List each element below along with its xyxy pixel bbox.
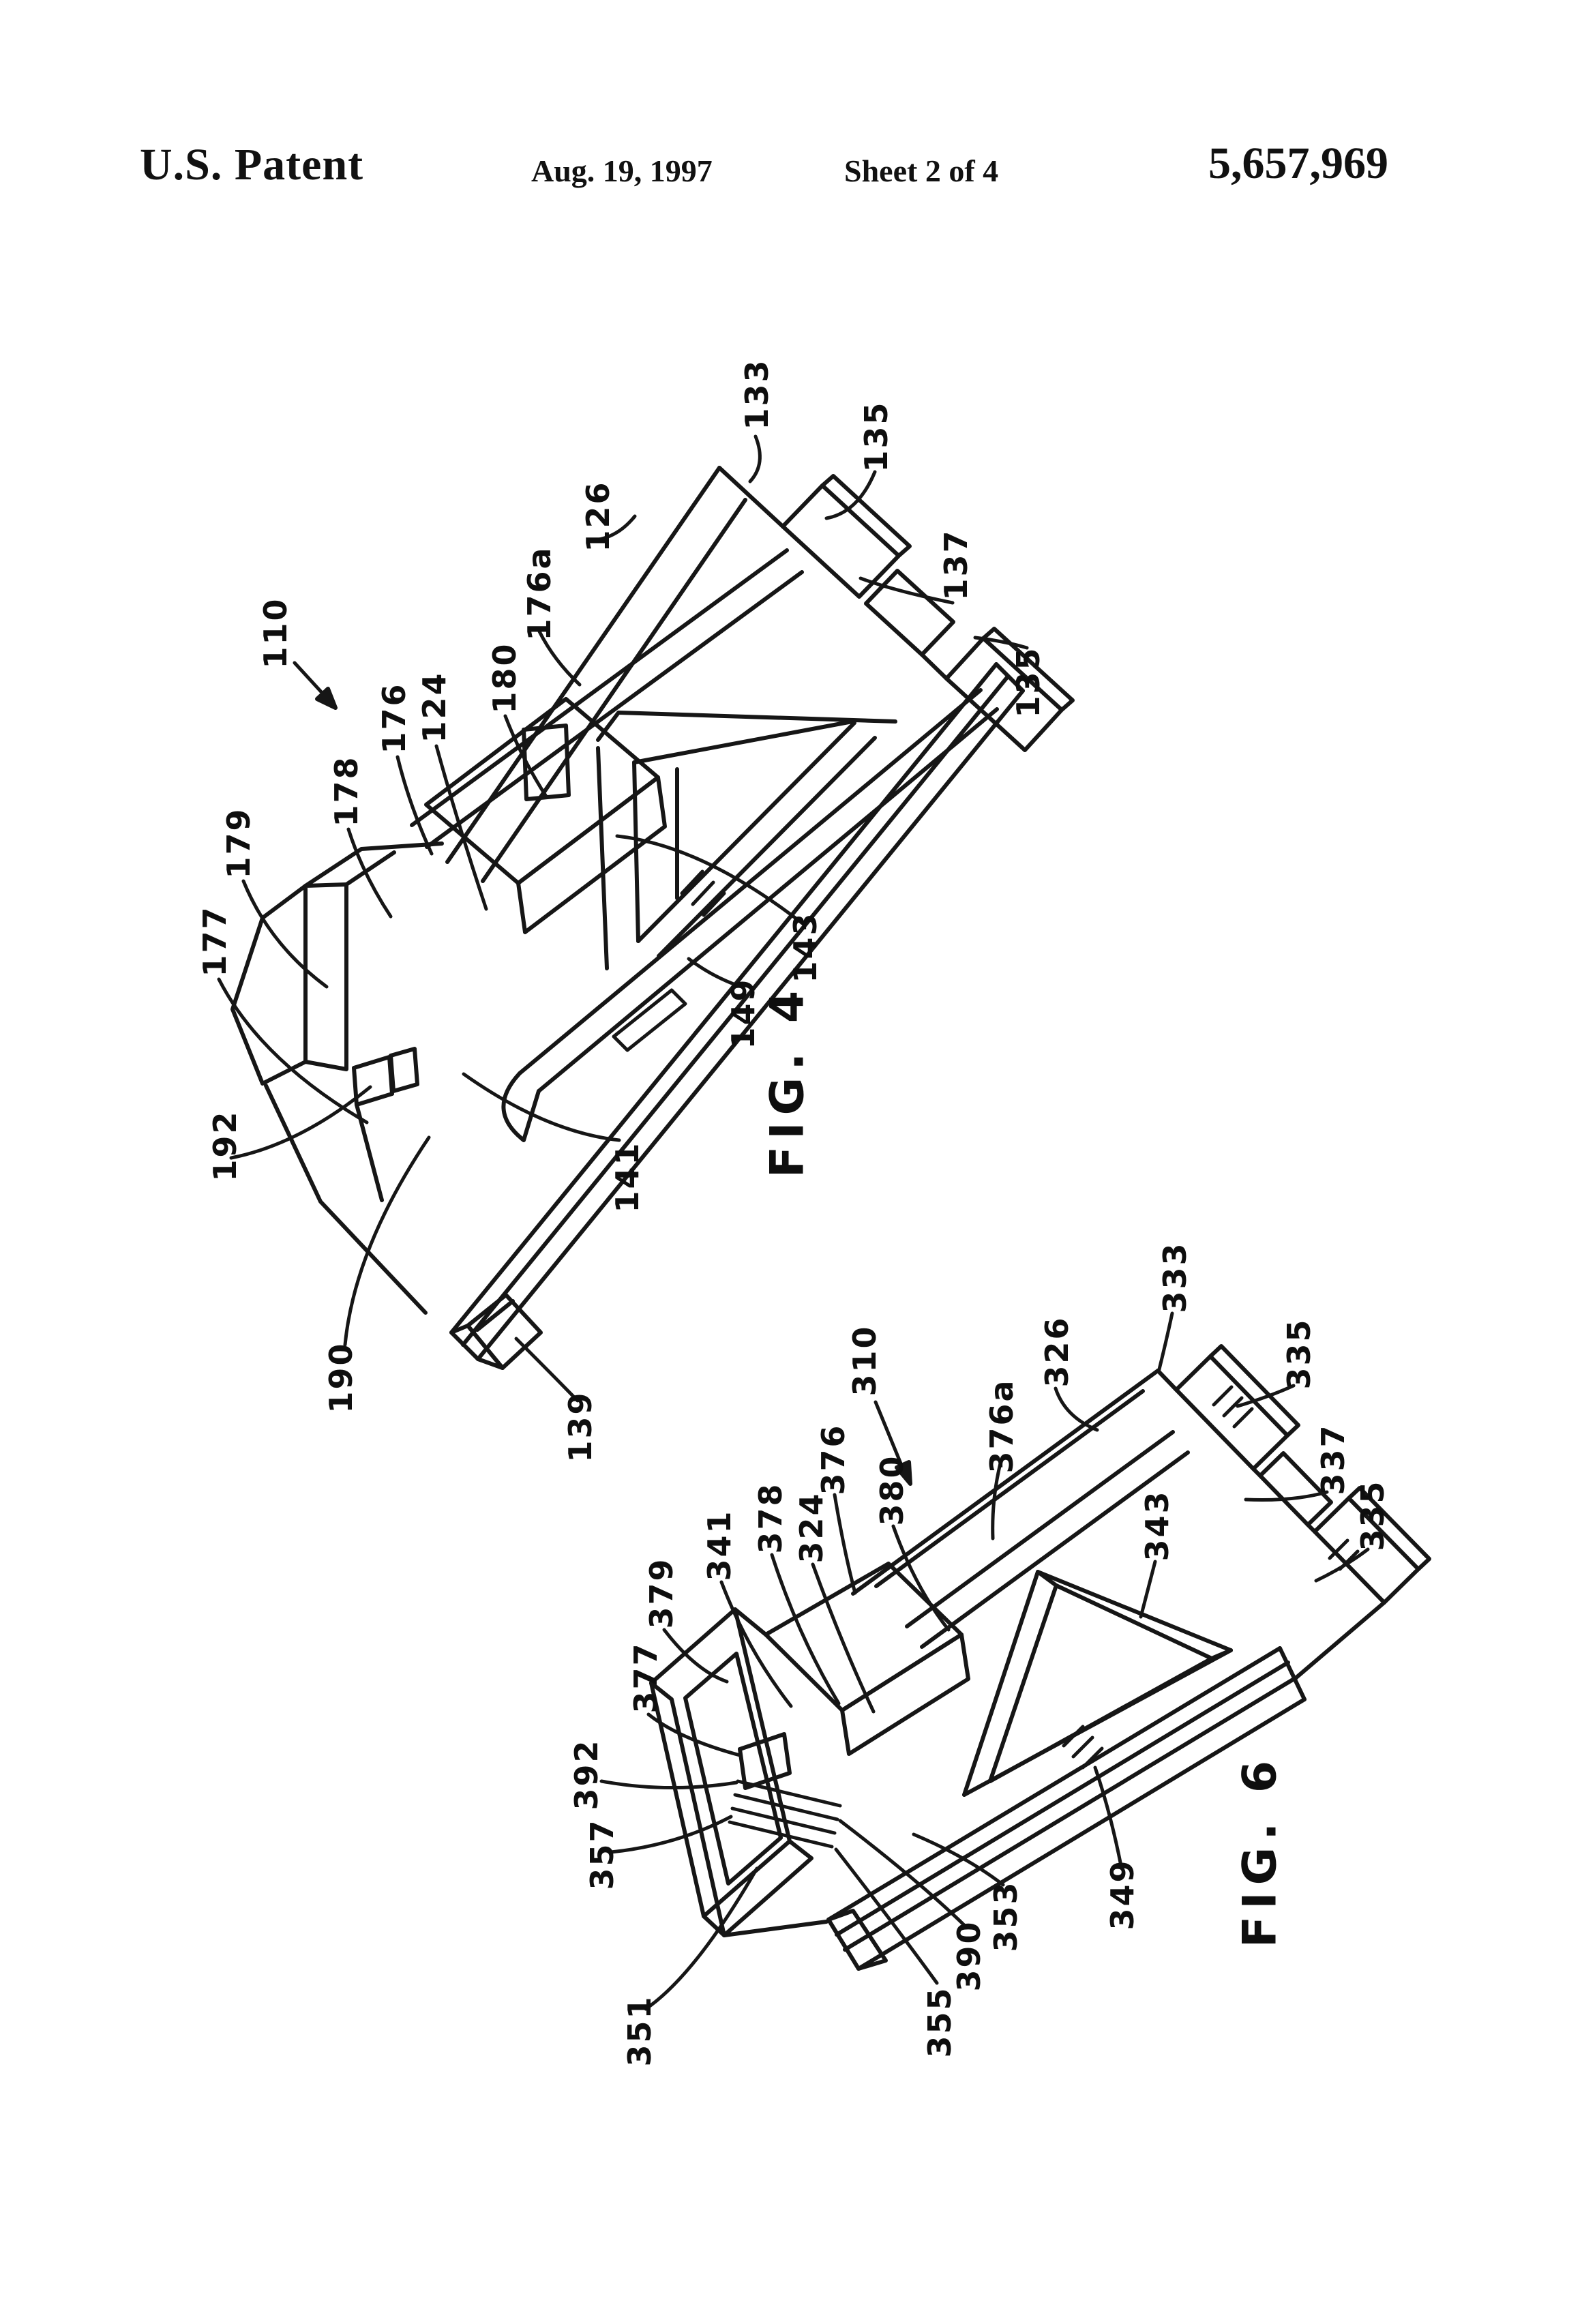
patent-number: 5,657,969 bbox=[1208, 138, 1388, 188]
ref-label-143: 143 bbox=[787, 911, 824, 983]
ref-label-139: 139 bbox=[562, 1390, 599, 1463]
ref-label-377: 377 bbox=[627, 1641, 664, 1714]
ref-label-335b: 335 bbox=[1354, 1479, 1391, 1551]
sheet-number: Sheet 2 of 4 bbox=[844, 153, 999, 188]
patent-office-title: U.S. Patent bbox=[140, 140, 364, 190]
ref-label-335a: 335 bbox=[1281, 1317, 1317, 1390]
ref-label-376: 376 bbox=[815, 1423, 852, 1495]
fig4-assembly-arrowhead bbox=[315, 687, 338, 710]
ref-label-137: 137 bbox=[938, 528, 974, 601]
fig6-caption: FIG. 6 bbox=[1233, 1753, 1287, 1948]
ref-label-176a: 176a bbox=[521, 546, 558, 641]
ref-label-110: 110 bbox=[257, 597, 294, 669]
ref-label-357: 357 bbox=[584, 1818, 621, 1890]
ref-label-124: 124 bbox=[416, 671, 453, 743]
ref-label-192: 192 bbox=[207, 1109, 243, 1182]
ref-label-392: 392 bbox=[568, 1738, 605, 1811]
fig4-leader-lines bbox=[217, 434, 1029, 1403]
ref-label-333: 333 bbox=[1156, 1241, 1193, 1313]
ref-label-380: 380 bbox=[874, 1454, 910, 1526]
ref-label-149: 149 bbox=[725, 977, 762, 1049]
ref-label-179: 179 bbox=[220, 807, 257, 879]
ref-label-180: 180 bbox=[486, 642, 523, 714]
ref-label-126: 126 bbox=[580, 480, 616, 552]
ref-label-376a: 376a bbox=[983, 1378, 1020, 1474]
fig6-leader-lines bbox=[599, 1311, 1370, 2011]
ref-label-178: 178 bbox=[328, 755, 365, 827]
ref-label-378: 378 bbox=[752, 1482, 789, 1554]
ref-label-176: 176 bbox=[376, 682, 413, 754]
ref-label-343: 343 bbox=[1139, 1489, 1176, 1562]
fig6-drawing bbox=[649, 1344, 1431, 1971]
ref-label-310: 310 bbox=[846, 1324, 883, 1397]
ref-label-326: 326 bbox=[1039, 1315, 1075, 1388]
ref-label-135a: 135 bbox=[858, 400, 895, 473]
ref-label-324: 324 bbox=[793, 1491, 830, 1564]
ref-label-355: 355 bbox=[921, 1986, 958, 2058]
ref-label-351: 351 bbox=[621, 1995, 658, 2067]
ref-label-337: 337 bbox=[1315, 1423, 1352, 1495]
ref-label-341: 341 bbox=[701, 1509, 738, 1581]
ref-label-190: 190 bbox=[323, 1341, 359, 1414]
ref-label-133: 133 bbox=[738, 358, 775, 430]
ref-label-135b: 135 bbox=[1010, 646, 1047, 718]
ref-label-141: 141 bbox=[609, 1141, 646, 1213]
patent-date: Aug. 19, 1997 bbox=[531, 153, 713, 188]
ref-label-177: 177 bbox=[196, 905, 233, 977]
ref-label-353: 353 bbox=[987, 1880, 1024, 1952]
ref-label-390: 390 bbox=[951, 1920, 987, 1992]
ref-label-379: 379 bbox=[643, 1557, 680, 1629]
fig6-assembly-arrowhead bbox=[895, 1460, 912, 1486]
fig4-caption: FIG. 4 bbox=[760, 983, 815, 1178]
ref-label-349: 349 bbox=[1104, 1858, 1141, 1931]
